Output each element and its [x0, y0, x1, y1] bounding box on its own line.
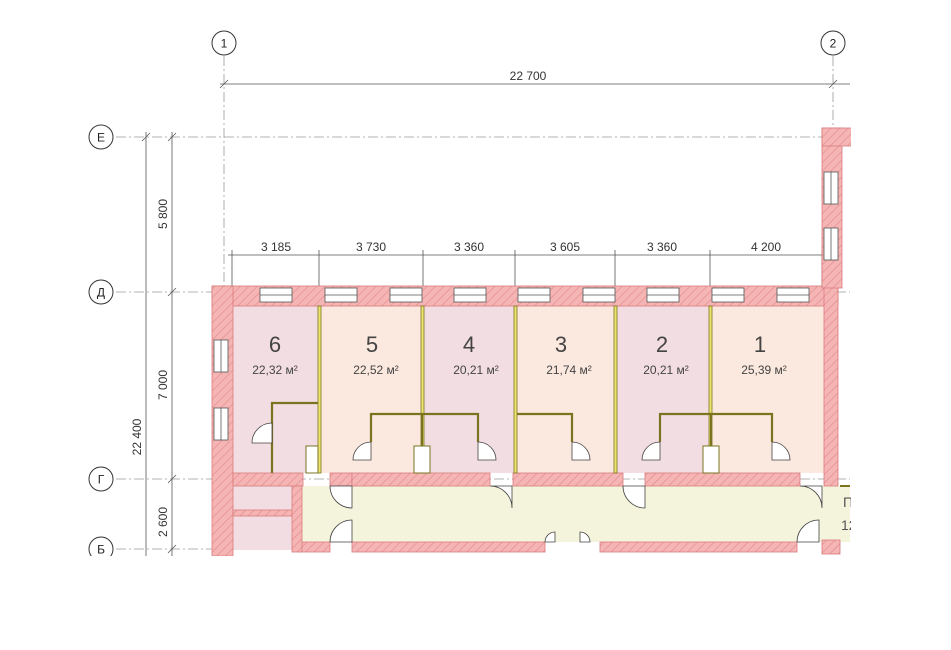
- small-room-floor-upper: [233, 486, 298, 514]
- axis-marker-e: Е: [88, 124, 114, 150]
- room-5-floor: [321, 306, 422, 473]
- crop-mask-bottom: [0, 556, 951, 650]
- dimension-segment-d-g: 7 000: [156, 370, 170, 400]
- dimension-room-4-width: 3 360: [454, 240, 484, 254]
- axis-marker-2: 2: [820, 30, 846, 56]
- room-2-area: 20,21 м²: [643, 363, 689, 377]
- partitions: [317, 305, 713, 474]
- corridor-floor: [300, 486, 850, 542]
- room-3-number: 3: [555, 332, 567, 357]
- dimension-segment-g-b: 2 600: [156, 507, 170, 537]
- room-4-area: 20,21 м²: [453, 363, 499, 377]
- axis-marker-d: Д: [88, 279, 114, 305]
- room-6-area: 22,32 м²: [252, 363, 298, 377]
- dimension-overall-width: 22 700: [510, 69, 547, 83]
- dimension-room-1-width: 4 200: [751, 240, 781, 254]
- room-2-floor: [617, 306, 710, 473]
- room-2-number: 2: [656, 332, 668, 357]
- axis-marker-1: 1: [211, 30, 237, 56]
- room-3-area: 21,74 м²: [546, 363, 592, 377]
- corridor-label-partial: П: [843, 494, 853, 510]
- room-6-number: 6: [269, 332, 281, 357]
- bathrooms: [270, 401, 774, 474]
- room-4-floor: [424, 306, 515, 473]
- dimension-lines: [141, 79, 850, 556]
- room-floors: [233, 306, 850, 550]
- windows-top: [259, 287, 810, 303]
- room-1-area: 25,39 м²: [741, 363, 787, 377]
- windows-left: [213, 339, 229, 441]
- room-1-floor: [712, 306, 824, 473]
- axis-label-b: Б: [97, 543, 105, 557]
- axis-label-e: Е: [97, 131, 105, 145]
- crop-mask: [851, 60, 951, 650]
- room-labels: 6 22,32 м² 5 22,52 м² 4 20,21 м² 3 21,74…: [252, 332, 857, 533]
- room-1-number: 1: [754, 332, 766, 357]
- windows-right: [823, 171, 839, 261]
- axis-label-1: 1: [221, 37, 228, 51]
- room-4-number: 4: [463, 332, 475, 357]
- dimension-room-3-width: 3 605: [550, 240, 580, 254]
- room-5-number: 5: [366, 332, 378, 357]
- dimension-room-2-width: 3 360: [647, 240, 677, 254]
- dimension-room-5-width: 3 730: [356, 240, 386, 254]
- axis-label-2: 2: [830, 37, 837, 51]
- dimension-overall-height: 22 400: [130, 418, 144, 455]
- room-3-floor: [517, 306, 615, 473]
- axis-label-d: Д: [97, 286, 105, 300]
- room-5-area: 22,52 м²: [353, 363, 399, 377]
- axis-marker-g: Г: [88, 466, 114, 492]
- dimension-segment-e-d: 5 800: [156, 199, 170, 229]
- room-6-floor: [233, 306, 319, 473]
- door-swings: [251, 422, 823, 543]
- small-room-floor-lower: [233, 516, 298, 550]
- axis-label-g: Г: [98, 473, 105, 487]
- dimension-room-6-width: 3 185: [261, 240, 291, 254]
